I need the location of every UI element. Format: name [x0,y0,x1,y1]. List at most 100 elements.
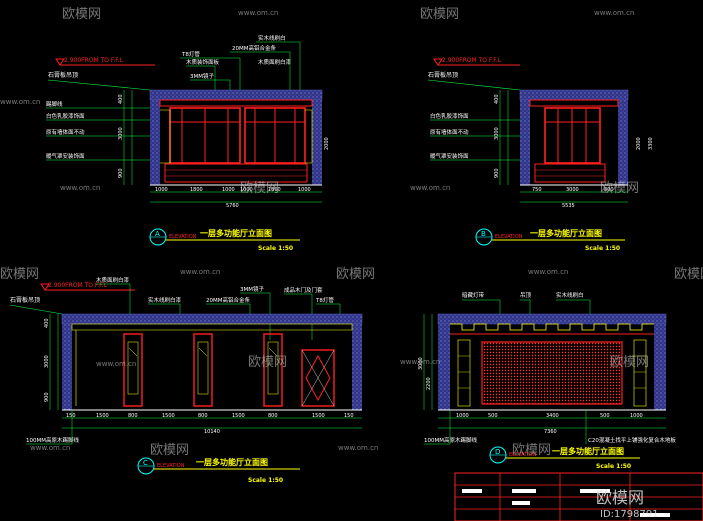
width-dim: 800 [198,413,208,419]
watermark-site: www.om.cn [30,444,70,452]
width-dim: 1500 [312,413,325,419]
watermark-brand: 欧模网 [240,181,279,196]
scale-label: Scale 1:50 [596,463,631,470]
watermark-brand: 欧模网 [62,7,101,22]
width-dim: 1500 [162,413,175,419]
level-label: 2.900FROM TO F.F.L [64,57,124,64]
foot-note: 100MM高原木踢脚线 [424,436,477,444]
width-dim: 750 [532,187,542,193]
mirror-column [263,333,283,407]
elevation-title: 一层多功能厅立面图 [552,446,624,456]
elevation-tag: ELEVATION [169,234,197,240]
total-dim: 5535 [562,203,575,209]
ceiling-note: 石膏板吊顶 [48,71,78,79]
level-marker-icon [55,58,65,66]
ceiling-note: 石膏板吊顶 [428,71,458,79]
height-dim: 400 [44,318,50,328]
top-note: T8灯管 [315,296,334,304]
height-dim: 3000 [418,357,424,370]
ceiling-slab [149,89,323,101]
watermark-layer: 欧模网 www.om.cn 欧模网 www.om.cn www.om.cn ww… [0,7,703,458]
elevation-title: 一层多功能厅立面图 [200,228,272,238]
elevation-panel-b: 2.900FROM TO F.F.L 石膏板吊顶 白色乳胶漆饰面 原有墙体面不动… [427,57,654,252]
foot-note: C20混凝土找平上铺强化复合木地板 [588,436,676,444]
top-note: 实木线刷白 [258,34,286,42]
watermark-site: www.om.cn [338,444,378,452]
top-note: 实木线刷白漆 [148,296,182,304]
watermark-site: www.om.cn [594,9,634,17]
section-marker-letter: A [155,230,160,238]
side-note: 原有墙体面不动 [430,128,469,136]
scale-label: Scale 1:50 [585,245,620,252]
elevation-title: 一层多功能厅立面图 [530,228,602,238]
width-dim: 150 [66,413,76,419]
width-dim: 500 [488,413,498,419]
ceiling-note: 石膏板吊顶 [10,296,40,304]
top-note: 木质面刷白漆 [96,276,130,284]
watermark-brand: 欧模网 [610,355,649,370]
width-dim: 500 [600,413,610,419]
watermark-brand: 欧模网 [674,267,703,282]
watermark-site: www.om.cn [60,184,100,192]
watermark-site: www.om.cn [410,184,450,192]
section-marker-letter: C [143,459,148,467]
top-note: 木质面刷白漆 [258,58,292,66]
top-note: 吊顶 [520,292,532,299]
door [301,349,335,407]
elevation-panel-d: 暗藏灯带 吊顶 实木线刷白 3000 2200 1000 500 3400 50… [418,291,676,470]
wall-right [312,100,322,185]
height-dim: 2000 [324,137,330,150]
level-marker-icon [433,58,443,66]
width-dim: 1800 [268,187,281,193]
elevation-panel-c: 2.900FROM TO F.F.L 石膏板吊顶 木质面刷白漆 实木线刷白漆 2… [9,276,363,484]
height-dim: 400 [494,94,500,104]
top-note: T8灯管 [181,50,200,58]
side-note: 暖气罩安装饰面 [430,152,469,160]
foot-note: 100MM高原木踢脚线 [26,436,79,444]
width-dim: 1500 [232,413,245,419]
total-dim: 5760 [226,203,239,209]
width-dim: 1000 [298,187,311,193]
watermark-corner: 欧模网 ID:1798791 [596,488,659,520]
width-dim: 1000 [456,413,469,419]
width-dim: 1500 [96,413,109,419]
height-dim: 2200 [426,377,432,390]
top-note: 3MM镜子 [190,72,214,80]
width-dim: 1000 [155,187,168,193]
watermark-site: www.om.cn [180,268,220,276]
width-dim: 800 [128,413,138,419]
mirror-column [193,333,213,407]
elevation-tag: ELEVATION [509,452,537,458]
width-dim: 1000 [240,187,253,193]
section-marker-letter: B [481,230,486,238]
watermark-brand: 欧模网 [600,181,639,196]
width-dim: 3000 [566,187,579,193]
top-note: 20MM高铝合金条 [232,44,276,52]
height-dim: 900 [44,392,50,402]
radiator-cover [534,163,606,183]
height-dim: 900 [494,168,500,178]
elevation-tag: ELEVATION [495,234,523,240]
decorative-wall-panel [481,341,623,405]
height-dim: 3300 [648,137,654,150]
level-label: 2.900FROM TO F.F.L [48,282,108,289]
height-dim: 900 [118,168,124,178]
watermark-site: www.om.cn [528,268,568,276]
watermark-site: www.om.cn [238,9,278,17]
width-dim: 1000 [630,413,643,419]
watermark-site: www.om.cn [96,360,136,368]
section-marker-letter: D [495,448,500,456]
level-marker-icon [40,283,50,291]
height-dim: 400 [118,94,124,104]
elevation-title: 一层多功能厅立面图 [196,457,268,467]
top-note: 20MM高铝合金条 [206,296,250,304]
title-block [454,472,703,521]
watermark-brand: 欧模网 [512,443,551,458]
watermark-brand-large: 欧模网 [596,488,644,507]
width-dim: 1000 [222,187,235,193]
side-note: 白色乳胶漆饰面 [46,112,85,120]
height-dim: 3000 [494,127,500,140]
side-note: 暖气罩安装饰面 [46,152,85,160]
top-note: 成品木门及门套 [284,286,323,294]
